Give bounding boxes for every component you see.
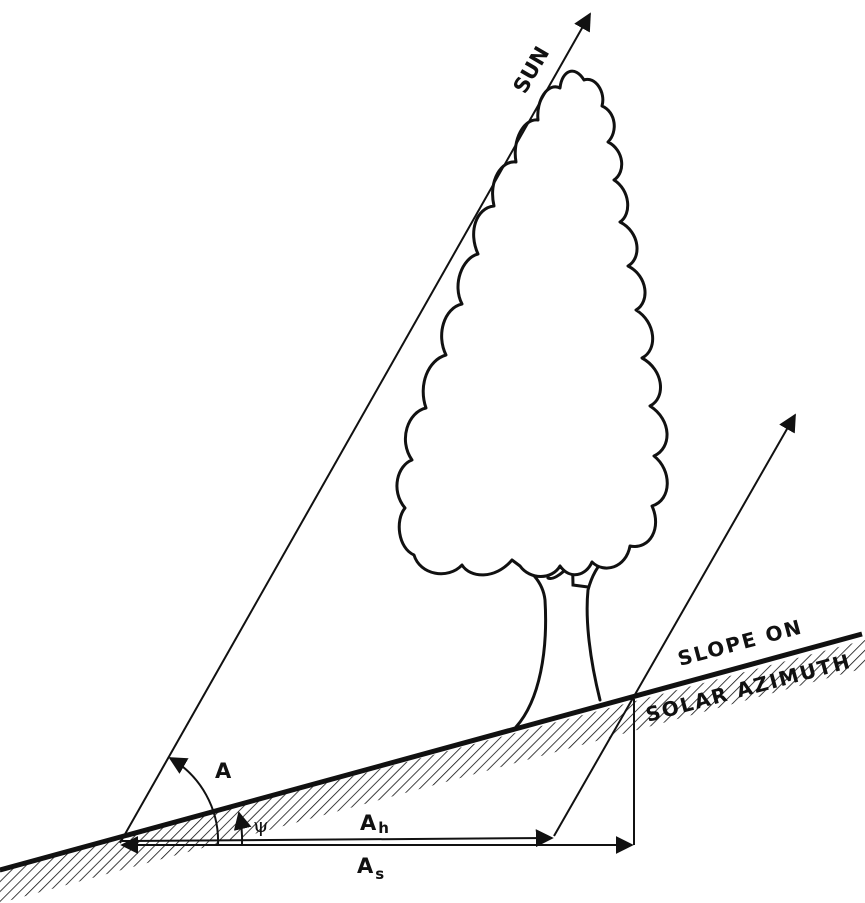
angle-a-label: A: [215, 759, 232, 783]
angle-psi-arc: [233, 811, 252, 846]
tree-trunk: [510, 538, 608, 729]
as-label-sub: s: [375, 865, 384, 883]
as-label-main: A: [357, 854, 374, 878]
slope-line: [0, 631, 863, 873]
parallel-ray-arrow: [553, 413, 796, 837]
angle-a-arc: [168, 757, 220, 846]
angle-psi-label: ψ: [253, 813, 269, 837]
sun-ray-arrow: [119, 12, 591, 844]
tree-crown: [395, 69, 669, 578]
ah-label-main: A: [360, 811, 377, 835]
ah-label-sub: h: [378, 819, 389, 837]
